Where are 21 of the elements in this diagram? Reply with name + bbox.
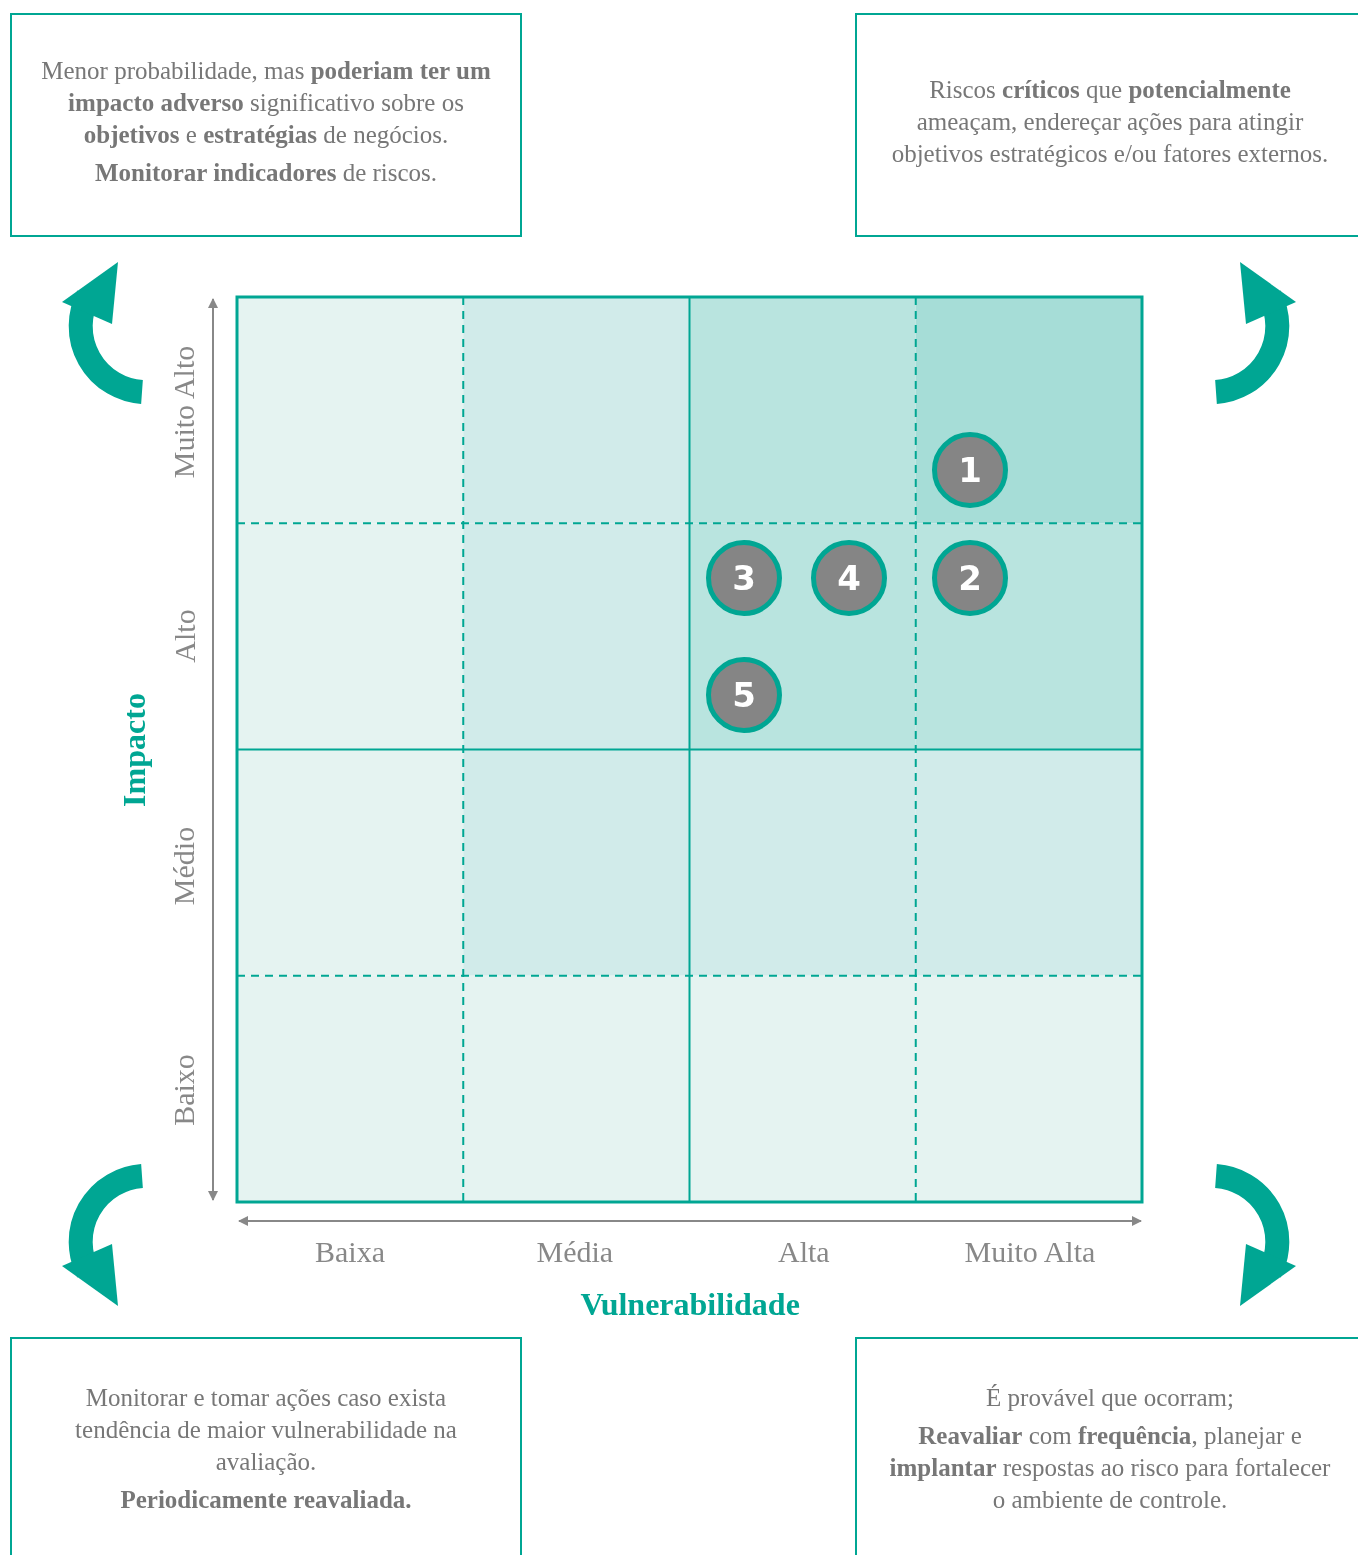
note-box bbox=[855, 1337, 1358, 1555]
axis-tick-label: Média bbox=[536, 1235, 614, 1269]
axis-tick-label: Alto bbox=[167, 609, 202, 663]
axis-tick-label: Baixo bbox=[166, 1054, 201, 1126]
note-box bbox=[10, 1337, 522, 1555]
note-box bbox=[10, 13, 522, 237]
note-text: Menor probabilidade, mas poderiam ter um impacto adverso significativo sobre os objetivos e estratégias de negócios. bbox=[40, 56, 492, 150]
axis-tick-label: Alta bbox=[778, 1235, 830, 1269]
note-box bbox=[855, 13, 1358, 237]
axis-title: Impacto bbox=[116, 693, 151, 807]
axis-tick-label: Muito Alta bbox=[964, 1235, 1096, 1269]
axis-tick-label: Médio bbox=[167, 826, 202, 906]
note-text: Riscos críticos que potencialmente ameaçam, endereçar ações para atingir objetivos estratégicos e/ou fatores externos. bbox=[890, 75, 1330, 169]
axis-title: Vulnerabilidade bbox=[580, 1287, 800, 1321]
note-text: Monitorar e tomar ações caso exista tendência de maior vulnerabilidade na avaliação. bbox=[74, 1383, 458, 1477]
note-text: Periodicamente reavaliada. bbox=[120, 1485, 412, 1515]
note-text: Reavaliar com frequência, planejar e implantar respostas ao risco para fortalecer o ambiente de controle. bbox=[888, 1421, 1332, 1515]
axis-tick-label: Muito Alto bbox=[166, 345, 201, 479]
note-text: É provável que ocorram; bbox=[986, 1383, 1234, 1413]
axis-tick-label: Baixa bbox=[315, 1235, 385, 1269]
note-text: Monitorar indicadores de riscos. bbox=[94, 158, 438, 188]
